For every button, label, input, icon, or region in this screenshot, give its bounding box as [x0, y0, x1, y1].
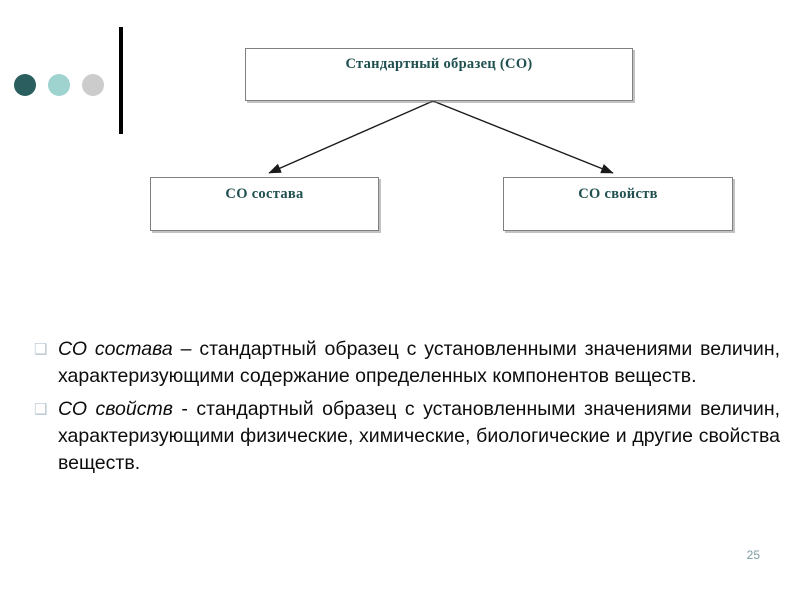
diagram-box-co-svoystv-label: СО свойств — [578, 186, 658, 202]
bullet-box-icon: ❑ — [34, 400, 48, 418]
dot-light-teal — [48, 74, 70, 96]
diagram-box-co-sostava: СО состава — [150, 177, 379, 231]
list-item: ❑ СО состава – стандартный образец с уст… — [28, 336, 780, 390]
arrow-to-co-sostava — [268, 100, 434, 174]
list-item: ❑ СО свойств - стандартный образец с уст… — [28, 396, 780, 477]
diagram-box-co-sostava-label: СО состава — [225, 186, 304, 202]
body-bullet-list: ❑ СО состава – стандартный образец с уст… — [28, 336, 780, 483]
list-item-definition: – стандартный образец с установленными з… — [58, 338, 781, 387]
list-item-term: СО состава — [58, 338, 173, 360]
decorative-dots — [14, 74, 104, 96]
diagram-box-root: Стандартный образец (СО) — [245, 48, 633, 101]
arrow-to-co-svoystv — [432, 100, 614, 174]
dot-gray — [82, 74, 104, 96]
page-number: 25 — [746, 548, 760, 562]
list-item-definition: - стандартный образец с установленными з… — [58, 398, 781, 474]
bullet-box-icon: ❑ — [34, 340, 48, 358]
diagram-box-root-label: Стандартный образец (СО) — [345, 56, 533, 72]
dot-dark-teal — [14, 74, 36, 96]
diagram-box-co-svoystv: СО свойств — [503, 177, 733, 231]
list-item-term: СО свойств — [58, 398, 173, 420]
list-item-text: СО состава – стандартный образец с устан… — [58, 336, 780, 390]
list-item-text: СО свойств - стандартный образец с устан… — [58, 396, 780, 477]
vertical-bar — [119, 27, 123, 134]
